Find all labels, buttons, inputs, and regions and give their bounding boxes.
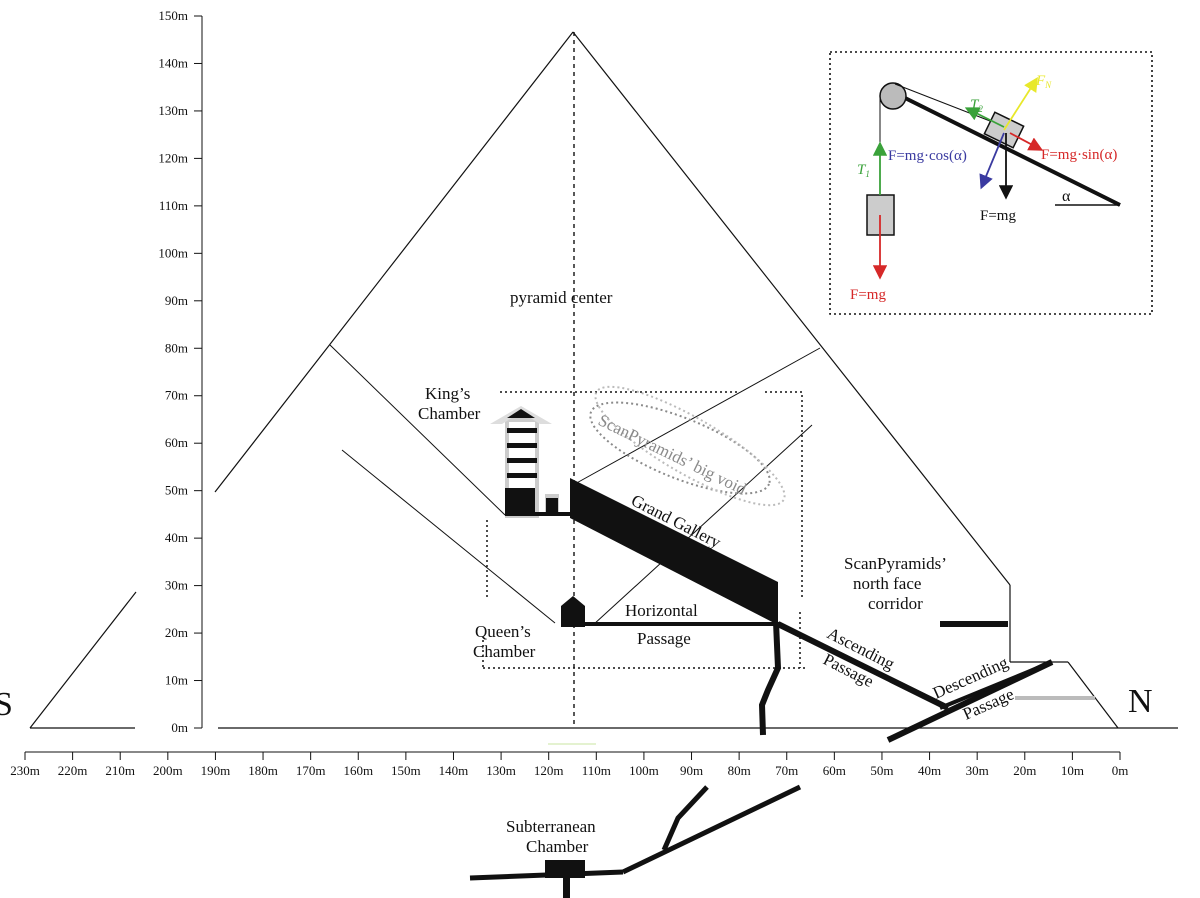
y-tick-label: 40m	[165, 530, 188, 545]
y-tick-label: 90m	[165, 293, 188, 308]
t2-label: T2	[970, 97, 983, 114]
x-tick-label: 50m	[870, 763, 893, 778]
alpha-label: α	[1062, 188, 1071, 205]
sin-arrow	[1009, 132, 1044, 151]
subterranean-pit	[563, 878, 570, 898]
subterranean-chamber	[545, 860, 585, 878]
kings-chamber	[490, 406, 575, 518]
y-tick-label: 30m	[165, 578, 188, 593]
x-tick-label: 80m	[728, 763, 751, 778]
y-tick-label: 100m	[158, 245, 188, 260]
y-tick-label: 70m	[165, 388, 188, 403]
y-tick-label: 130m	[158, 103, 188, 118]
subterranean-chamber-label-1: Subterranean	[506, 817, 596, 836]
x-tick-label: 210m	[105, 763, 135, 778]
y-tick-label: 140m	[158, 55, 188, 70]
horizontal-passage-label-1: Horizontal	[625, 601, 698, 620]
y-tick-label: 110m	[159, 198, 188, 213]
f-cos-label: F=mg·cos(α)	[888, 148, 967, 164]
well-shaft	[758, 621, 782, 736]
x-tick-label: 130m	[486, 763, 516, 778]
north-face-corridor-label-2: north face	[853, 574, 921, 593]
t1-label: T1	[857, 162, 870, 179]
south-label: S	[0, 686, 13, 723]
t2-arrow	[964, 107, 1005, 128]
y-tick-label: 20m	[165, 625, 188, 640]
kings-chamber-label-1: King’s	[425, 384, 470, 403]
x-tick-label: 180m	[248, 763, 278, 778]
x-tick-label: 150m	[391, 763, 421, 778]
x-tick-label: 0m	[1112, 763, 1129, 778]
x-tick-label: 30m	[966, 763, 989, 778]
x-tick-label: 100m	[629, 763, 659, 778]
f-mg-label: F=mg	[980, 208, 1016, 224]
pyramid-outline	[214, 31, 1119, 729]
horizontal-passage-label-2: Passage	[637, 629, 691, 648]
queens-chamber-label-2: Chamber	[473, 642, 536, 661]
y-tick-label: 0m	[171, 720, 188, 735]
x-tick-label: 220m	[58, 763, 88, 778]
cos-arrow	[979, 132, 1005, 190]
x-tick-label: 20m	[1013, 763, 1036, 778]
pyramid-center-label: pyramid center	[510, 288, 613, 307]
x-tick-label: 190m	[201, 763, 231, 778]
x-tick-label: 230m	[10, 763, 40, 778]
y-tick-label: 120m	[158, 150, 188, 165]
north-face-corridor-label-1: ScanPyramids’	[844, 554, 947, 573]
grand-gallery	[570, 478, 778, 625]
horizontal-passage	[575, 622, 780, 626]
x-tick-label: 60m	[823, 763, 846, 778]
air-shafts	[329, 344, 821, 626]
f-mg-left-label: F=mg	[850, 287, 886, 303]
force-diagram-inset: α T2 T1 FN F=mg·cos(α) F=mg·sin(α) F=mg	[829, 51, 1153, 315]
x-tick-label: 70m	[775, 763, 798, 778]
x-tick-label: 200m	[153, 763, 183, 778]
y-tick-label: 80m	[165, 340, 188, 355]
y-tick-label: 10m	[165, 673, 188, 688]
descending-passage-upper	[939, 660, 1053, 710]
x-tick-label: 10m	[1061, 763, 1084, 778]
fn-label: FN	[1035, 73, 1052, 90]
x-axis: 230m 220m 210m 200m 190m 180m 170m 160m 150m 140m…	[10, 751, 1129, 778]
north-label: N	[1128, 683, 1153, 720]
x-tick-label: 90m	[680, 763, 703, 778]
queens-chamber	[561, 596, 585, 627]
queens-chamber-label-1: Queen’s	[475, 622, 531, 641]
survey-area-dotted-box-right	[765, 391, 803, 598]
y-axis: 150m 140m 130m 120m 110m 100m 90m 80m 70m 60m 50m 4…	[158, 8, 203, 735]
x-tick-label: 140m	[439, 763, 469, 778]
big-void-ellipses	[589, 385, 786, 507]
x-tick-label: 110m	[582, 763, 611, 778]
big-void-label: ScanPyramids’ big void	[595, 411, 749, 499]
ascending-passage	[776, 621, 950, 711]
f-sin-label: F=mg·sin(α)	[1041, 147, 1117, 163]
north-face-corridor	[940, 621, 1008, 627]
x-tick-label: 40m	[918, 763, 941, 778]
x-tick-label: 160m	[343, 763, 373, 778]
normal-arrow	[1003, 76, 1038, 131]
y-tick-label: 150m	[158, 8, 188, 23]
x-tick-label: 170m	[296, 763, 326, 778]
y-tick-label: 50m	[165, 483, 188, 498]
north-face-corridor-label-3: corridor	[868, 594, 923, 613]
subterranean-chamber-label-2: Chamber	[526, 837, 589, 856]
y-tick-label: 60m	[165, 435, 188, 450]
neighbour-pyramid-edge	[29, 591, 137, 729]
kings-chamber-label-2: Chamber	[418, 404, 481, 423]
x-tick-label: 120m	[534, 763, 564, 778]
